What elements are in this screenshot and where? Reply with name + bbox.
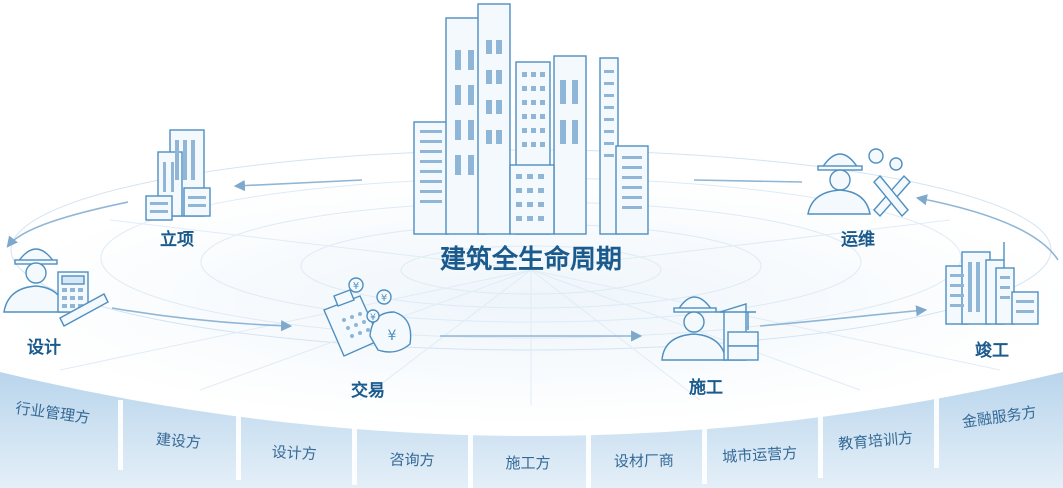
arrow-jungong-to-yunwei [915, 194, 1059, 261]
engineer-calculator-icon [3, 248, 109, 327]
stage-label-jiaoyi: 交易 [351, 380, 385, 401]
arrow-center-to-lixiang [233, 179, 363, 192]
skyscrapers-icon [945, 242, 1039, 325]
city-towers-icon [413, 3, 649, 235]
party-tab: 咨询方 [389, 451, 434, 470]
stage-label-jungong: 竣工 [975, 340, 1009, 361]
party-tab: 建设方 [155, 430, 201, 452]
party-tab: 设材厂商 [614, 451, 674, 470]
engineer-crane-icon [661, 296, 759, 361]
engineer-tools-icon [807, 148, 911, 218]
party-tab: 城市运营方 [722, 444, 798, 466]
currency-symbol: ¥ [370, 313, 376, 323]
stage-label-yunwei: 运维 [841, 229, 875, 250]
currency-symbol: ¥ [388, 328, 397, 344]
arrow-lixiang-to-sheji [6, 201, 129, 248]
center-title: 建筑全生命周期 [440, 244, 622, 275]
stage-label-lixiang: 立项 [160, 229, 194, 250]
arrow-sheji-to-jiaoyi [111, 307, 293, 332]
flow-arrows [6, 179, 1059, 342]
stage-label-shigong: 施工 [689, 377, 723, 398]
currency-symbol: ¥ [381, 293, 387, 304]
coin-icon [376, 289, 392, 305]
coin-icon [348, 277, 364, 293]
party-tab: 施工方 [505, 454, 550, 472]
arrow-yunwei-to-center [693, 179, 803, 183]
parties-band [0, 372, 1063, 488]
arrow-shigong-to-jungong [759, 305, 928, 327]
currency-symbol: ¥ [353, 281, 359, 292]
office-building-icon [145, 129, 211, 221]
coin-icon [366, 309, 380, 323]
stage-label-sheji: 设计 [27, 337, 61, 358]
party-tab: 设计方 [271, 443, 317, 463]
cash-register-icon [323, 277, 412, 357]
